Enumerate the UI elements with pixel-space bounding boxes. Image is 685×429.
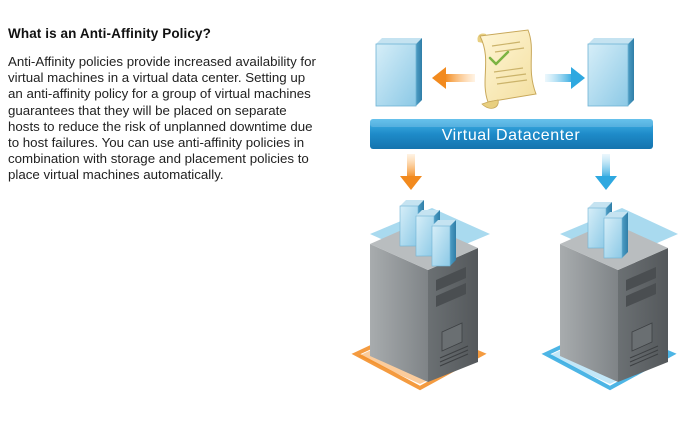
article-body: Anti-Affinity policies provide increased… <box>8 54 316 183</box>
vm-box-icon <box>587 38 634 107</box>
arrow-icon <box>545 67 585 89</box>
policy-scroll-icon <box>477 29 537 109</box>
vm-box-icon <box>375 38 422 107</box>
vm-box-icon <box>431 220 456 267</box>
arrow-icon <box>595 154 617 190</box>
anti-affinity-diagram: Virtual Datacenter <box>340 20 685 429</box>
arrow-icon <box>432 67 475 89</box>
arrow-icon <box>400 154 422 190</box>
vm-box-icon <box>603 212 628 259</box>
server-host-icon <box>351 200 490 391</box>
server-host-icon <box>541 202 678 391</box>
datacenter-label: Virtual Datacenter <box>442 127 581 144</box>
virtual-datacenter-bar: Virtual Datacenter <box>370 119 653 149</box>
article-heading: What is an Anti-Affinity Policy? <box>8 26 211 41</box>
article: What is an Anti-Affinity Policy? Anti-Af… <box>8 26 320 184</box>
